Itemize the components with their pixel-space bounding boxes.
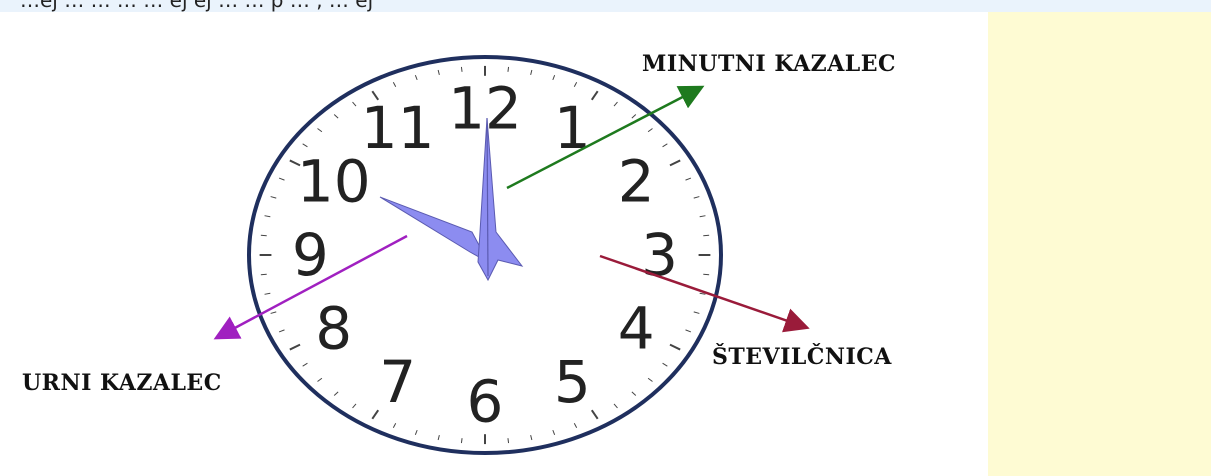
dial-label: ŠTEVILČNICA bbox=[712, 343, 892, 370]
clock-numeral: 4 bbox=[618, 294, 655, 362]
clock-tick bbox=[703, 274, 709, 275]
clock-tick bbox=[261, 235, 267, 236]
clock-tick bbox=[508, 67, 509, 72]
clock-numeral: 5 bbox=[554, 348, 591, 416]
clock-numeral: 9 bbox=[292, 221, 329, 289]
clock-tick bbox=[461, 438, 462, 443]
clock-tick bbox=[703, 235, 709, 236]
clock-numeral: 8 bbox=[315, 294, 352, 362]
clock-numeral: 3 bbox=[641, 221, 678, 289]
clock-numeral: 10 bbox=[297, 148, 371, 216]
hour-hand-label: URNI KAZALEC bbox=[22, 370, 222, 396]
clock-numeral: 7 bbox=[379, 348, 416, 416]
clock-tick bbox=[261, 274, 267, 275]
clock-tick bbox=[461, 67, 462, 72]
clock-numeral: 2 bbox=[618, 148, 655, 216]
clock-numeral: 6 bbox=[467, 368, 504, 436]
clock-numeral: 11 bbox=[361, 94, 435, 162]
clock-numeral: 12 bbox=[448, 74, 522, 142]
clock-tick bbox=[508, 438, 509, 443]
clock-numeral: 1 bbox=[554, 94, 591, 162]
minute-hand-label: MINUTNI KAZALEC bbox=[642, 51, 896, 77]
